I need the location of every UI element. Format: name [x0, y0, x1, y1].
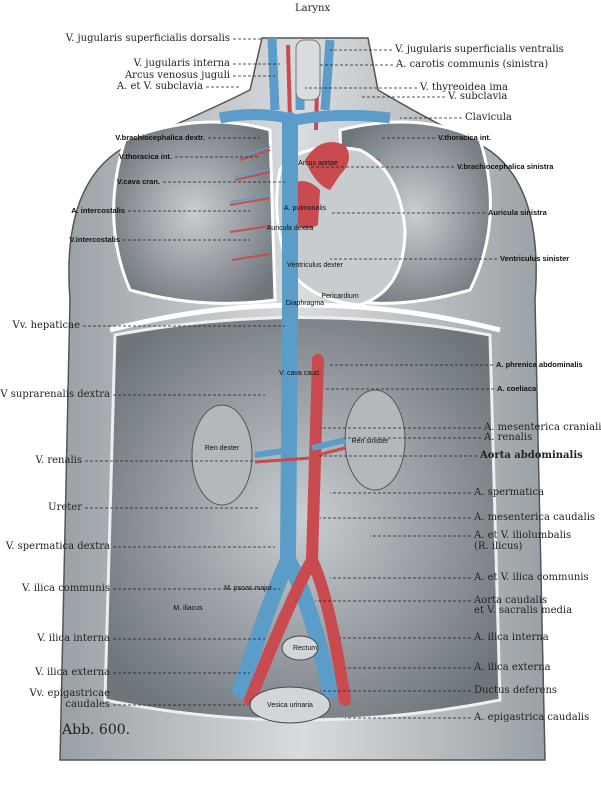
- bladder: [249, 686, 331, 724]
- label-left: V.thoracica int.: [118, 152, 172, 161]
- label-left: V. renalis: [35, 455, 82, 466]
- label-inner: Ren dexter: [204, 445, 240, 452]
- label-inner: Rectum: [292, 645, 318, 652]
- label-right: V.thoracica int.: [438, 133, 492, 142]
- label-right: A. ilica externa: [474, 662, 551, 673]
- aorta: [244, 354, 351, 706]
- label-inner: Diaphragma: [285, 300, 325, 307]
- label-left: V suprarenalis dextra: [0, 389, 110, 400]
- label-right: A. phrenica abdominalis: [496, 360, 583, 369]
- label-left: Vv. epigastricae: [29, 688, 110, 699]
- label-left: V. jugularis superficialis dorsalis: [65, 33, 230, 44]
- label-left: Ureter: [48, 502, 82, 513]
- label-left: V. ilica externa: [35, 667, 110, 678]
- label-left: V. ilica interna: [37, 633, 110, 644]
- label-right: V. subclavia: [448, 91, 508, 102]
- label-inner: A. pulmonalis: [283, 205, 327, 212]
- label-right: A. coeliaca: [497, 384, 537, 393]
- label-inner: V. cava caud.: [279, 370, 321, 377]
- label-right: V.brachiocephalica sinistra: [457, 162, 554, 171]
- aortic-arch: [305, 142, 349, 190]
- vena-cava: [232, 112, 338, 698]
- label-inner: Arcus aortae: [298, 160, 338, 167]
- label-right: Clavicula: [465, 112, 512, 123]
- label-right: A. mesenterica caudalis: [474, 512, 596, 523]
- label-inner: M. psoas major: [224, 585, 272, 592]
- label-larynx: Larynx: [295, 3, 331, 14]
- label-left: Vv. hepaticae: [12, 320, 80, 331]
- label-right: Ventriculus sinister: [500, 254, 570, 263]
- label-right: Aorta caudalis: [474, 595, 548, 606]
- lung-right: [112, 120, 277, 305]
- label-left: V. spermatica dextra: [5, 541, 110, 552]
- label-right: V. thyreoidea ima: [420, 82, 508, 93]
- rectum: [281, 635, 319, 661]
- larynx: [295, 39, 321, 101]
- label-right: A. et V. iliolumbalis: [474, 530, 572, 541]
- label-left: Arcus venosus juguli: [124, 70, 230, 81]
- subclavian-veins: [218, 108, 391, 126]
- label-left: V.intercostalis: [69, 235, 120, 244]
- figure-caption: Abb. 600.: [62, 722, 131, 738]
- label-left: caudales: [65, 699, 110, 710]
- label-inner: Vesica urinaria: [267, 702, 313, 709]
- label-left: V.brachiocephalica dextr.: [115, 133, 205, 142]
- label-left: A. et V. subclavia: [116, 81, 203, 92]
- diaphragm: [109, 302, 501, 333]
- label-inner: Auricula dextra: [266, 225, 314, 232]
- label-right: (R. ilicus): [474, 541, 523, 552]
- label-right: A. spermatica: [474, 487, 545, 498]
- label-right: A. ilica interna: [474, 632, 549, 643]
- label-right: Aorta abdominalis: [480, 450, 583, 461]
- label-right: Ductus deferens: [474, 685, 558, 696]
- label-right: A. carotis communis (sinistra): [396, 59, 549, 70]
- label-inner: Ventriculus dexter: [287, 262, 343, 269]
- label-left: V.cava cran.: [116, 177, 160, 186]
- label-inner: M. iliacus: [173, 605, 203, 612]
- label-left: A. intercostalis: [71, 206, 125, 215]
- renal-vessels: [254, 437, 346, 458]
- label-left: V. jugularis interna: [133, 58, 230, 69]
- label-right: A. epigastrica caudalis: [474, 712, 590, 723]
- label-right: Auricula sinistra: [488, 208, 547, 217]
- label-inner: Pericardium: [321, 293, 359, 300]
- label-left: V. ilica communis: [22, 583, 110, 594]
- label-right: A. renalis: [484, 432, 533, 443]
- label-right: A. mesenterica cranialis: [484, 422, 601, 433]
- label-inner: Ren sinister: [351, 438, 389, 445]
- label-right: V. jugularis superficialis ventralis: [395, 44, 564, 55]
- label-right: et V. sacralis media: [474, 605, 573, 616]
- kidney-right: [191, 404, 253, 506]
- label-right: A. et V. ilica communis: [474, 572, 589, 583]
